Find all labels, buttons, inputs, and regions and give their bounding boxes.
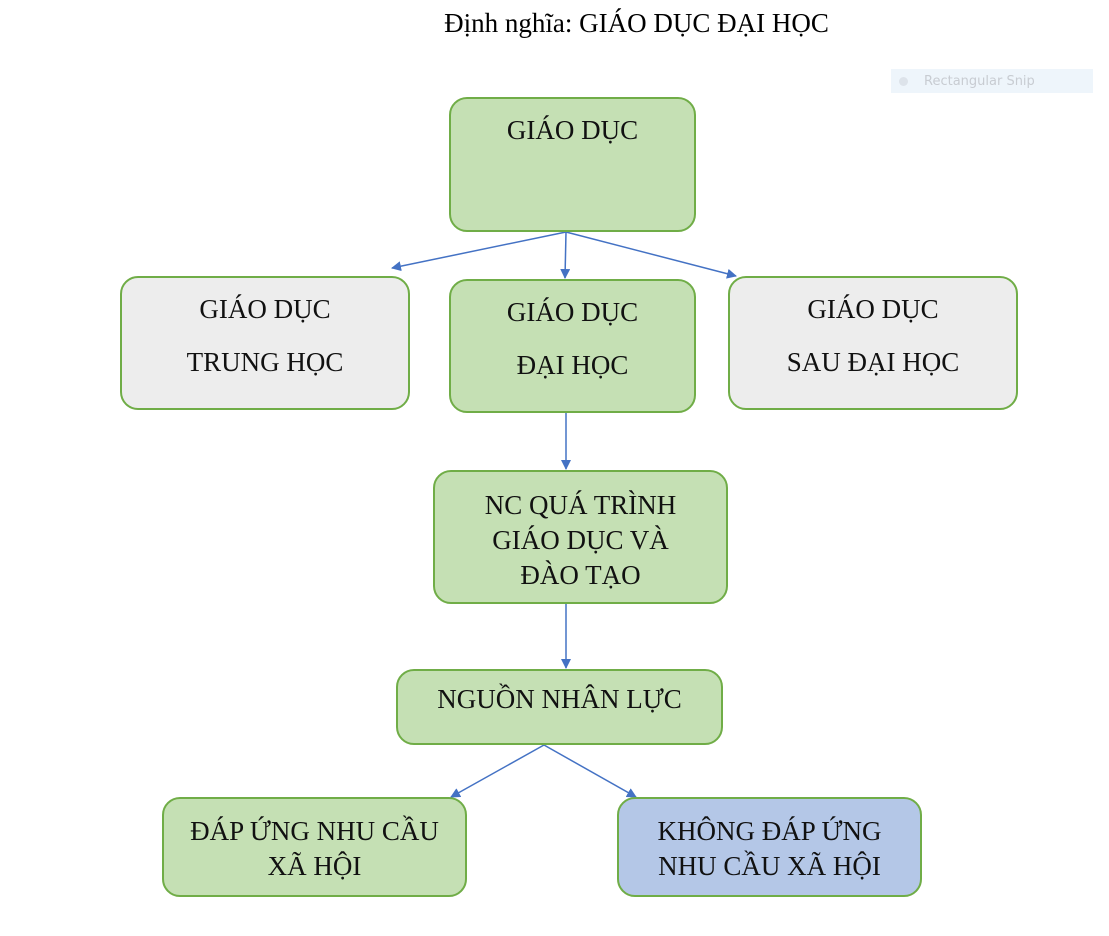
arrow-root-to-higher xyxy=(560,231,571,279)
node-giao-duc-sau-dai-hoc: GIÁO DỤC SAU ĐẠI HỌC xyxy=(728,276,1018,410)
node-nc-qua-trinh: NC QUÁ TRÌNH GIÁO DỤC VÀ ĐÀO TẠO xyxy=(433,470,728,604)
node-label: SAU ĐẠI HỌC xyxy=(786,347,960,377)
node-label: ĐẠI HỌC xyxy=(516,350,629,380)
node-nguon-nhan-luc: NGUỒN NHÂN LỰC xyxy=(396,669,723,745)
rectangular-snip-overlay[interactable]: Rectangular Snip xyxy=(891,69,1093,93)
node-dap-ung: ĐÁP ỨNG NHU CẦU XÃ HỘI xyxy=(162,797,467,897)
node-giao-duc-dai-hoc: GIÁO DỤC ĐẠI HỌC xyxy=(449,279,696,413)
arrow-resources-to-not-meets xyxy=(543,744,637,798)
node-label: NHU CẦU XÃ HỘI xyxy=(658,851,881,881)
node-label: KHÔNG ĐÁP ỨNG xyxy=(657,816,882,846)
arrow-root-to-secondary xyxy=(391,231,567,272)
node-label: NGUỒN NHÂN LỰC xyxy=(437,684,682,714)
page-title: Định nghĩa: GIÁO DỤC ĐẠI HỌC xyxy=(444,8,829,38)
node-label: NC QUÁ TRÌNH xyxy=(484,490,677,520)
node-khong-dap-ung: KHÔNG ĐÁP ỨNG NHU CẦU XÃ HỘI xyxy=(617,797,922,897)
node-label: TRUNG HỌC xyxy=(186,347,344,377)
node-label: GIÁO DỤC xyxy=(807,294,939,324)
snip-icon xyxy=(899,76,908,86)
snip-label: Rectangular Snip xyxy=(924,73,1035,89)
node-label: GIÁO DỤC VÀ xyxy=(492,525,669,555)
arrow-resources-to-meets xyxy=(450,744,545,798)
node-label: GIÁO DỤC xyxy=(506,297,639,327)
node-label: ĐÁP ỨNG NHU CẦU xyxy=(190,816,439,846)
arrow-root-to-postgrad xyxy=(565,231,737,279)
node-label: ĐÀO TẠO xyxy=(520,560,641,590)
node-label: GIÁO DỤC xyxy=(506,115,639,145)
node-giao-duc-trung-hoc: GIÁO DỤC TRUNG HỌC xyxy=(120,276,410,410)
node-giao-duc: GIÁO DỤC xyxy=(449,97,696,232)
node-label: XÃ HỘI xyxy=(267,851,362,881)
node-label: GIÁO DỤC xyxy=(199,294,331,324)
